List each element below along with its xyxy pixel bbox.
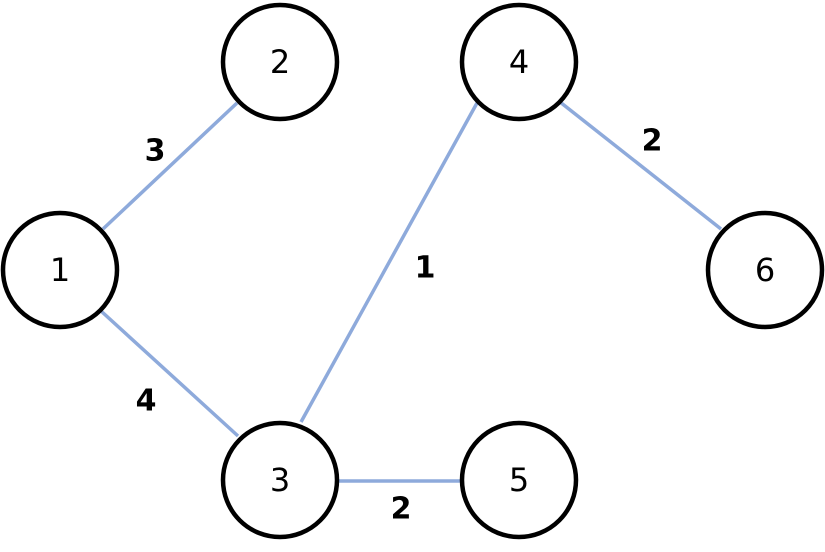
edge-weights: 3 4 1 2 2	[136, 124, 663, 527]
node-1-circle	[0, 210, 120, 330]
node-5-circle	[459, 420, 579, 540]
node-3: 3	[220, 420, 340, 540]
edge-weight-4-6: 2	[642, 124, 663, 159]
node-1-label: 1	[50, 251, 70, 289]
node-2-label: 2	[270, 43, 290, 81]
node-4-circle	[459, 2, 579, 122]
node-2-circle	[220, 2, 340, 122]
node-1: 1	[0, 210, 120, 330]
edge-1-3	[99, 309, 240, 438]
node-4: 4	[459, 2, 579, 122]
edge-weight-3-5: 2	[391, 492, 412, 527]
node-3-label: 3	[270, 461, 290, 499]
edge-weight-3-4: 1	[415, 251, 436, 286]
node-3-circle	[220, 420, 340, 540]
node-5: 5	[459, 420, 579, 540]
edge-1-2	[101, 101, 239, 231]
node-6: 6	[705, 210, 825, 330]
node-2: 2	[220, 2, 340, 122]
edge-3-4	[299, 102, 479, 423]
nodes: 1 2 3 4 5 6	[0, 2, 825, 540]
node-6-label: 6	[755, 251, 775, 289]
node-6-circle	[705, 210, 825, 330]
edge-weight-1-2: 3	[145, 134, 166, 169]
node-5-label: 5	[509, 461, 529, 499]
edges	[99, 100, 723, 483]
edge-4-6	[558, 100, 723, 231]
node-4-label: 4	[509, 43, 529, 81]
edge-weight-1-3: 4	[136, 384, 157, 419]
